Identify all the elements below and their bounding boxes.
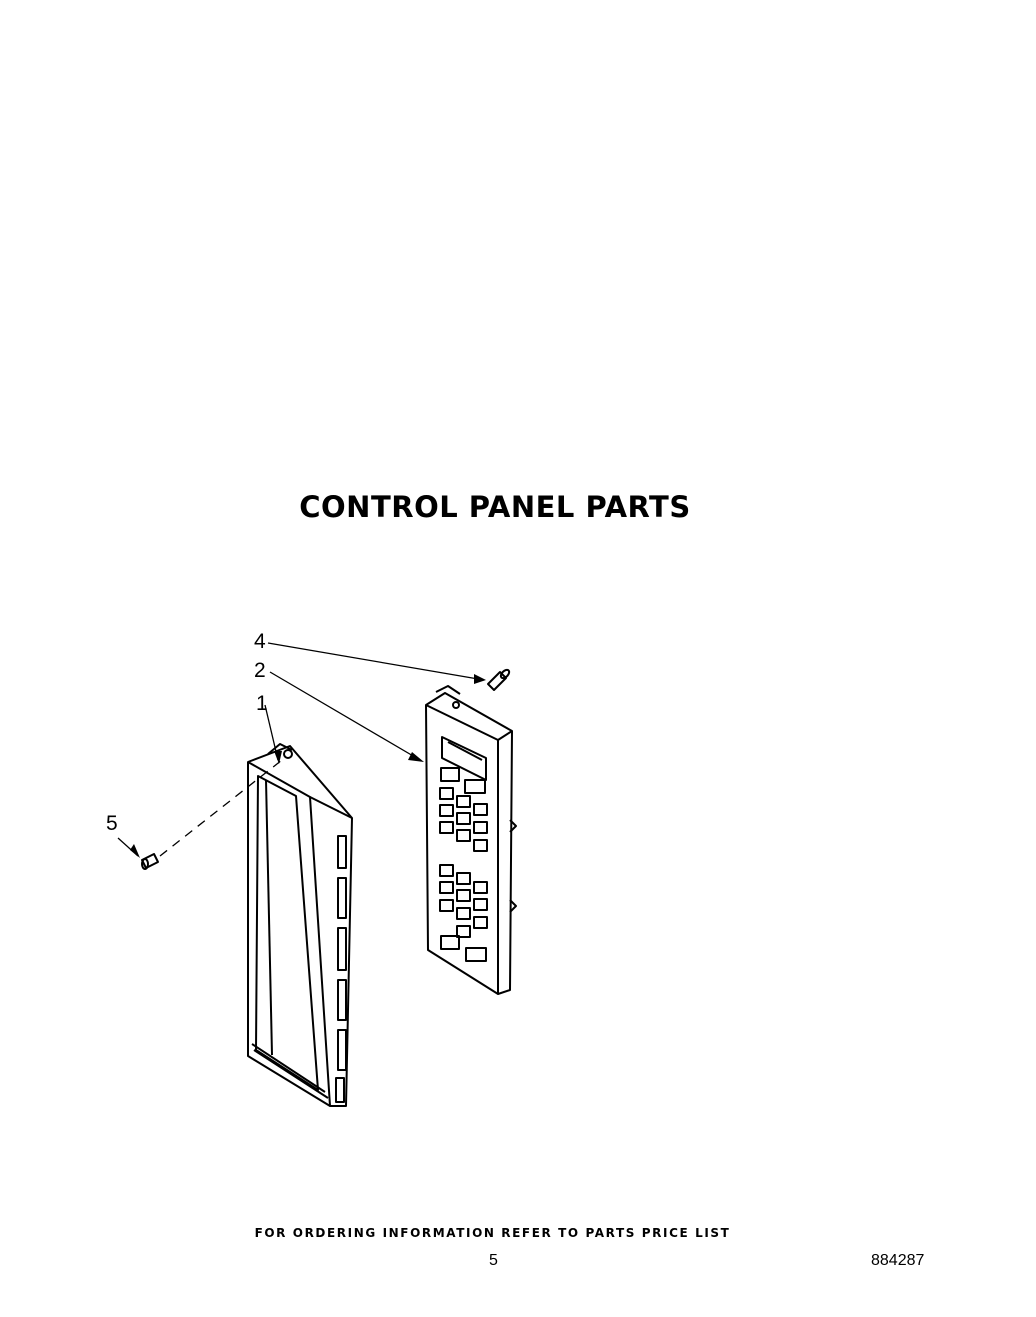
page-number: 5 [489,1252,498,1269]
screw-5 [141,853,159,870]
screw-4 [487,668,511,691]
callout-1: 1 [256,692,268,715]
callout-4: 4 [254,630,266,653]
callout-2: 2 [254,659,266,682]
page-title: CONTROL PANEL PARTS [299,490,691,524]
leader-arrowheads [130,674,486,858]
leader-lines [117,642,485,857]
document-number: 884287 [871,1252,925,1269]
ordering-note: FOR ORDERING INFORMATION REFER TO PARTS … [254,1226,731,1240]
touchpad-panel [425,685,517,995]
callout-5: 5 [106,812,118,835]
control-panel-frame [247,743,353,1107]
